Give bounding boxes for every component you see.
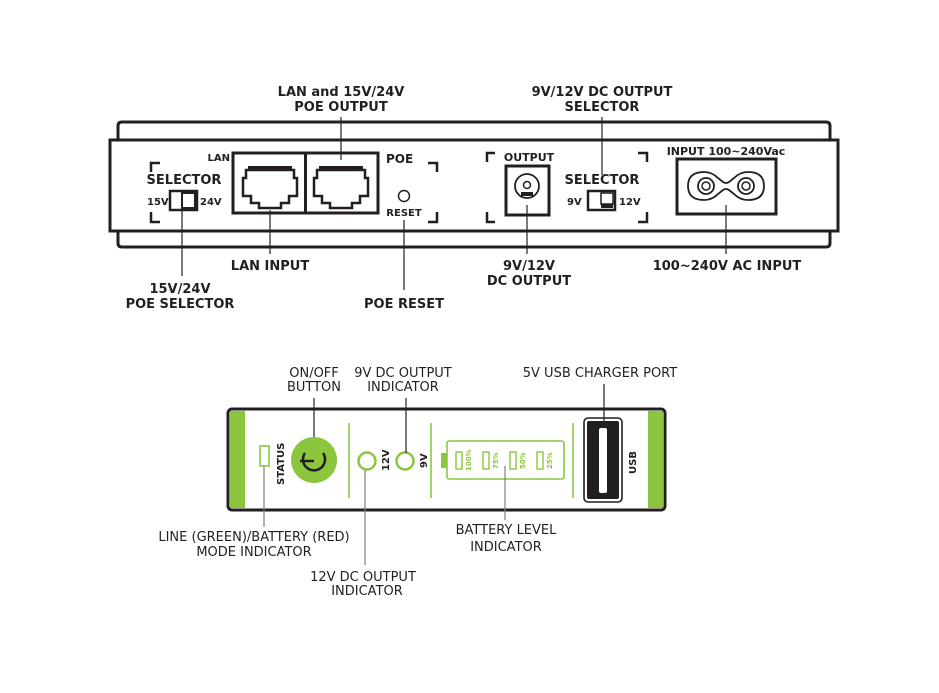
callout-dc-output-line1: 9V/12V xyxy=(503,259,555,274)
callout-dc-output-line2: DC OUTPUT xyxy=(487,274,571,289)
ac-input-socket[interactable] xyxy=(675,157,778,216)
callout-mode-indicator-line1: LINE (GREEN)/BATTERY (RED) xyxy=(158,530,349,545)
poe-reset-button[interactable] xyxy=(397,189,411,203)
poe-output-port[interactable] xyxy=(312,166,370,210)
poe-selector-title: SELECTOR xyxy=(147,173,222,188)
poe-port-label: POE xyxy=(386,152,413,166)
callout-on-off-line1: ON/OFF xyxy=(289,366,339,381)
dc-selector-title: SELECTOR xyxy=(565,173,640,188)
callout-mode-indicator-line2: MODE INDICATOR xyxy=(196,545,311,560)
rear-panel-top-lip xyxy=(116,120,832,140)
callout-lan-input: LAN INPUT xyxy=(231,259,310,274)
battery-segment-100 xyxy=(455,451,463,470)
usb-label: USB xyxy=(628,451,639,474)
callout-battery-level-line1: BATTERY LEVEL xyxy=(456,523,558,538)
dc-selector-12v-label: 12V xyxy=(619,197,641,208)
poe-selector-15v-label: 15V xyxy=(147,197,169,208)
status-mode-indicator xyxy=(259,445,270,467)
poe-voltage-switch[interactable] xyxy=(168,189,199,212)
callout-led-9v-line2: INDICATOR xyxy=(367,380,439,395)
battery-segment-75 xyxy=(482,451,490,470)
poe-selector-24v-label: 24V xyxy=(200,197,222,208)
battery-level-indicator: 100% 75% 50% 25% xyxy=(441,440,565,480)
led-9v-label: 9V xyxy=(419,453,430,468)
battery-segment-25 xyxy=(536,451,544,470)
dc-output-bracket xyxy=(485,151,649,224)
battery-segment-50 xyxy=(509,451,517,470)
callout-usb-port: 5V USB CHARGER PORT xyxy=(523,366,678,381)
callout-dc-selector-line1: 9V/12V DC OUTPUT xyxy=(532,85,673,100)
callout-poe-reset: POE RESET xyxy=(364,297,444,312)
front-panel: STATUS 12V 9V 100% 75% 50% 25% xyxy=(158,366,677,599)
on-off-button[interactable] xyxy=(291,437,337,483)
callout-led-12v-line2: INDICATOR xyxy=(331,584,403,599)
usb-charger-port[interactable] xyxy=(583,417,623,503)
callout-poe-selector-line2: POE SELECTOR xyxy=(126,297,235,312)
led-12v-label: 12V xyxy=(381,449,392,471)
callout-dc-selector-line2: SELECTOR xyxy=(565,100,640,115)
lan-port-label: LAN xyxy=(208,153,230,164)
ac-input-label: INPUT 100~240Vac xyxy=(667,145,786,158)
battery-label-100: 100% xyxy=(465,449,473,471)
callout-led-12v-line1: 12V DC OUTPUT xyxy=(310,570,416,585)
callout-poe-selector-line1: 15V/24V xyxy=(149,282,210,297)
battery-label-25: 25% xyxy=(546,452,554,469)
front-leader-lines xyxy=(263,384,605,565)
battery-label-75: 75% xyxy=(492,452,500,469)
led-12v-indicator xyxy=(357,451,377,471)
status-label: STATUS xyxy=(276,443,287,485)
callout-led-9v-line1: 9V DC OUTPUT xyxy=(354,366,452,381)
poe-selector-bracket xyxy=(149,161,439,224)
power-icon xyxy=(301,452,327,472)
front-panel-left-stripe xyxy=(230,411,245,508)
rear-panel: SELECTOR 15V 24V LAN POE RESET OU xyxy=(108,85,840,312)
battery-label-50: 50% xyxy=(519,452,527,469)
output-label: OUTPUT xyxy=(504,151,555,164)
front-panel-right-stripe xyxy=(648,411,663,508)
led-9v-indicator xyxy=(395,451,415,471)
dc-selector-9v-label: 9V xyxy=(567,197,582,208)
callout-lan-poe-output-line1: LAN and 15V/24V xyxy=(278,85,405,100)
dc-voltage-switch[interactable] xyxy=(586,189,617,212)
rear-panel-bottom-lip xyxy=(116,231,832,249)
callout-on-off-line2: BUTTON xyxy=(287,380,341,395)
callout-lan-poe-output-line2: POE OUTPUT xyxy=(294,100,388,115)
callout-ac-input: 100~240V AC INPUT xyxy=(653,259,802,274)
reset-label: RESET xyxy=(386,208,422,219)
callout-battery-level-line2: INDICATOR xyxy=(470,540,542,555)
rear-leader-lines xyxy=(181,117,727,290)
lan-input-port[interactable] xyxy=(241,166,299,210)
